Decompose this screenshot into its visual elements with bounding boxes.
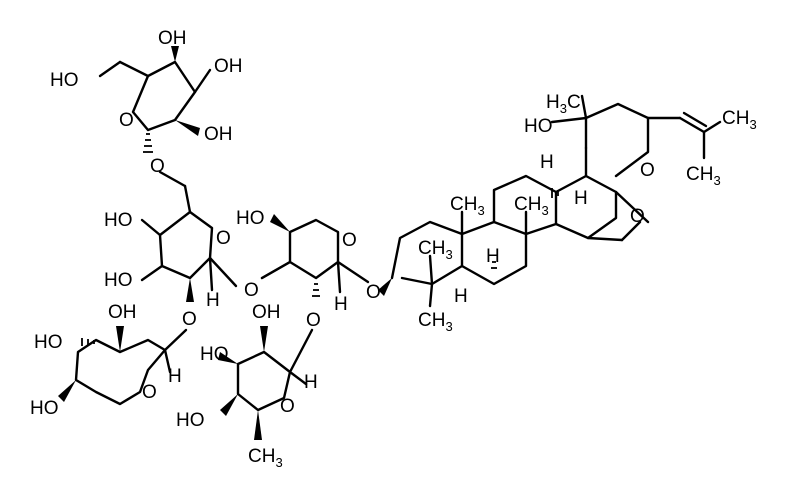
label-h: H [454, 286, 468, 307]
xylose-ring [58, 326, 188, 406]
label-oh: OH [108, 302, 137, 323]
glycosidic-oxygen: O [366, 282, 381, 303]
methyl-label: CH3 [450, 194, 485, 218]
label-oh: OH [158, 28, 187, 49]
ring-oxygen: O [119, 110, 134, 131]
label-h: H [540, 152, 554, 173]
ring-oxygen: O [280, 396, 295, 417]
label-ho: HO [236, 208, 265, 229]
methyl-label: CH3 [248, 446, 283, 470]
label-ho: HO [176, 410, 205, 431]
rhamnose-ring [218, 326, 314, 440]
glucose-middle-ring [140, 184, 238, 302]
glycosidic-oxygen: O [150, 156, 165, 177]
label-ho: HO [524, 116, 553, 137]
ring-oxygen: O [142, 382, 157, 403]
label-h: H [334, 294, 348, 315]
arabinose-ring [260, 214, 370, 297]
ring-oxygen: O [630, 206, 645, 227]
label-oh: OH [204, 124, 233, 145]
methyl-label: CH3 [418, 310, 453, 334]
glycosidic-oxygen: O [306, 310, 321, 331]
label-ho: HO [30, 398, 59, 419]
methyl-label: H3C [546, 92, 581, 116]
methyl-label: CH3 [418, 238, 453, 262]
methyl-label: CH3 [722, 108, 757, 132]
label-ho: HO [104, 210, 133, 231]
glucose-top-ring [98, 46, 212, 188]
glycosidic-oxygen: O [182, 309, 197, 330]
label-oh: OH [214, 56, 243, 77]
label-h: H [574, 188, 588, 209]
label-oh: OH [252, 302, 281, 323]
label-ho: HO [104, 270, 133, 291]
glycosidic-oxygen: O [244, 280, 259, 301]
ring-oxygen: O [640, 160, 655, 181]
label-h: H [304, 372, 318, 393]
methyl-label: CH3 [514, 194, 549, 218]
ring-oxygen: O [216, 228, 231, 249]
label-ho: HO [34, 332, 63, 353]
label-ho: HO [200, 344, 229, 365]
ring-oxygen: O [342, 230, 357, 251]
methyl-label: CH3 [686, 164, 721, 188]
aglycone-skeleton [378, 94, 722, 308]
label-ho: HO [50, 70, 79, 91]
label-h: H [168, 366, 182, 387]
label-h: H [206, 290, 220, 311]
label-h: H [486, 246, 500, 267]
